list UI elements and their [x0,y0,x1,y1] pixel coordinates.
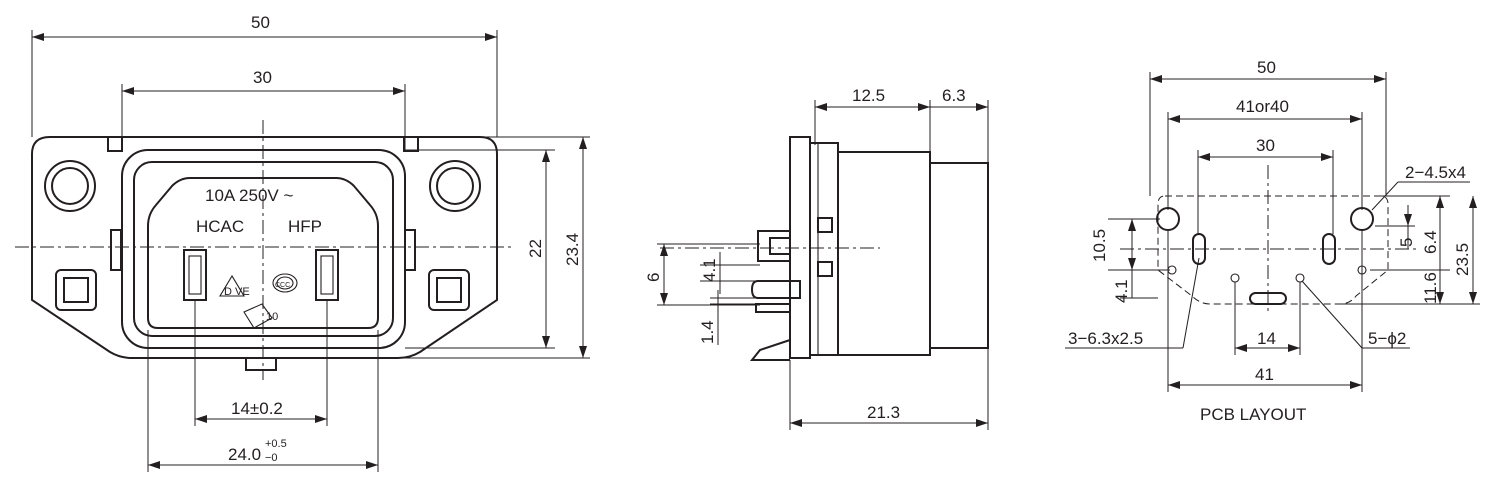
svg-text:14±0.2: 14±0.2 [231,399,283,418]
pcb-note-mount-holes: 2−4.5x4 [1371,163,1470,211]
pcb-dim-50: 50 [1149,58,1387,196]
svg-text:2−4.5x4: 2−4.5x4 [1405,163,1466,182]
svg-text:30: 30 [1256,136,1275,155]
rating-text: 10A 250V ~ [205,186,293,205]
svg-text:22: 22 [526,239,545,258]
right-side-tab [404,229,416,271]
right-snap-clip [428,269,470,311]
svg-text:D VE: D VE [224,286,250,298]
svg-text:21.3: 21.3 [867,403,900,422]
svg-text:4.1: 4.1 [700,258,719,282]
pcb-layout-caption: PCB LAYOUT [1200,405,1306,424]
svg-text:50: 50 [251,13,270,32]
svg-text:41or40: 41or40 [1236,97,1289,116]
svg-text:10.5: 10.5 [1090,229,1109,262]
right-mount-hole [429,160,481,212]
housing-outer [121,149,406,349]
right-contact [315,249,339,301]
dim-pin-pitch: 14±0.2 [194,300,328,426]
svg-text:6.3: 6.3 [942,86,966,105]
side-body [809,142,989,356]
svg-text:5: 5 [1397,238,1416,247]
svg-text:+0.5: +0.5 [265,438,287,450]
left-contact [183,249,207,301]
pcb-dim-41or40: 41or40 [1167,97,1363,210]
svg-text:50: 50 [1257,58,1276,77]
slot-bottom [1249,292,1287,305]
brand-label-left: HCAC [196,217,244,236]
svg-text:1.4: 1.4 [698,320,717,344]
ccc-mark: CCC [272,273,298,293]
dim-12-5: 12.5 [814,86,931,155]
left-top-tab [107,136,123,152]
svg-text:6.4: 6.4 [1421,230,1440,254]
dim-1-4: 1.4 [698,290,756,345]
right-top-tab [403,136,419,152]
svg-text:3−6.3x2.5: 3−6.3x2.5 [1068,329,1143,348]
brand-label-right: HFP [288,217,322,236]
terminal-lower [750,280,801,299]
svg-text:10: 10 [266,311,278,323]
front-view: 10A 250V ~ HCAC HFP D VE CCC 10 50 [15,13,590,472]
pcb-dim-14: 14 [1234,282,1301,355]
dim-6: 6 [644,243,760,306]
housing-inner [133,161,394,337]
svg-text:41: 41 [1255,365,1274,384]
pcb-dim-6-4: 6.4 [1380,195,1450,254]
svg-text:11.6: 11.6 [1421,272,1440,304]
bottom-latch [245,357,277,371]
mounting-flange [31,136,498,359]
dim-height-22: 22 [405,149,555,349]
svg-text:−0: −0 [265,452,278,464]
svg-text:23.5: 23.5 [1453,243,1472,276]
svg-text:4.1: 4.1 [1112,279,1131,303]
dim-6-3: 6.3 [930,86,989,163]
svg-text:6: 6 [644,273,663,282]
dim-height-23-4: 23.4 [400,136,590,359]
pcb-dim-41: 41 [1167,230,1363,392]
left-side-tab [110,229,122,271]
slot-right [1322,233,1336,265]
pcb-dim-4-1: 4.1 [1112,270,1158,303]
mount-hole-left [1156,207,1180,231]
vde-mark: D VE [219,274,250,298]
dim-21-3: 21.3 [789,348,989,430]
dim-overall-width: 50 [31,13,498,137]
terminal-upper [757,230,791,262]
svg-text:5−ϕ2: 5−ϕ2 [1368,329,1406,348]
dim-opening-width: 24.0 +0.5 −0 [147,330,379,472]
socket-opening [147,177,379,329]
pin-holes [1167,265,1367,283]
svg-text:CCC: CCC [275,282,290,289]
pcb-layout: 50 41or40 30 2−4.5x4 [1065,58,1480,424]
left-snap-clip [55,269,97,311]
pcb-dim-30: 30 [1197,136,1334,234]
side-view: 12.5 6.3 6 4.1 1.4 [644,86,989,430]
bottom-hook [749,339,791,361]
pcb-note-pins: 5−ϕ2 [1301,280,1410,349]
pcb-dim-23-5: 23.5 [1340,196,1480,305]
mount-hole-right [1350,207,1374,231]
slot-left [1192,233,1206,265]
svg-text:14: 14 [1257,329,1276,348]
svg-text:24.0: 24.0 [228,445,261,464]
svg-text:30: 30 [253,68,272,87]
pcb-dim-11-6: 11.6 [1370,249,1450,304]
pcb-dim-5: 5 [1375,205,1416,249]
dim-4-1: 4.1 [700,252,760,294]
svg-text:23.4: 23.4 [563,233,582,266]
dim-inner-width: 30 [121,68,406,150]
svg-text:12.5: 12.5 [852,86,885,105]
enec-badge-mark: 10 [243,303,278,329]
pcb-note-slots: 3−6.3x2.5 [1065,257,1200,349]
pcb-dim-10-5: 10.5 [1090,218,1170,271]
left-mount-hole [44,160,96,212]
